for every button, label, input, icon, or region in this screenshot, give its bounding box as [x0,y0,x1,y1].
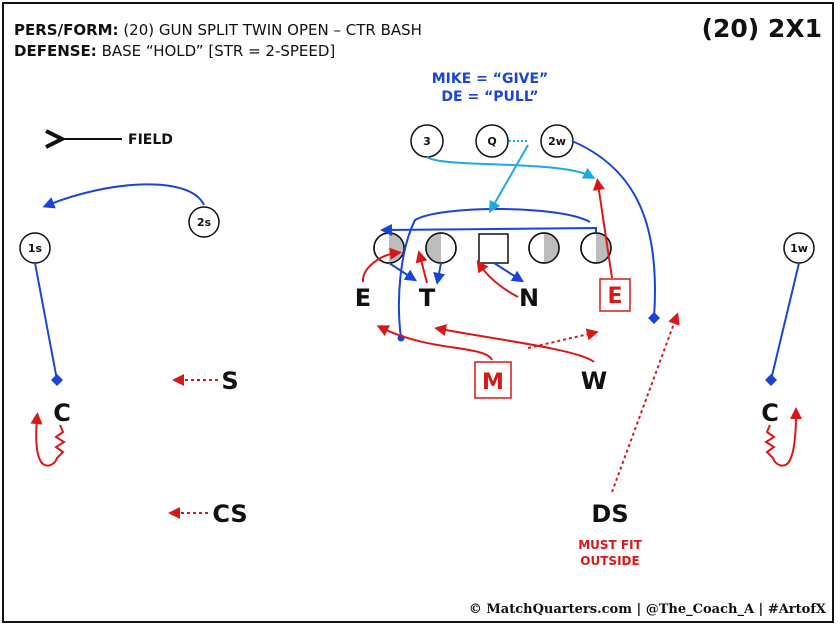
field-direction-indicator: FIELD [60,132,173,148]
player-wr-left: 1s [19,232,51,264]
player-wing-right: 2w [540,124,574,158]
defender-s: S [221,367,238,395]
defense-line: DEFENSE: BASE “HOLD” [STR = 2-SPEED] [14,42,335,60]
defender-e-left: E [355,284,371,312]
lt-block [388,262,418,282]
c-right-path [764,407,802,467]
svg-text:Q: Q [487,135,496,148]
wr-left-route [34,262,63,386]
calls-box: MIKE = “GIVE” DE = “PULL” [400,70,580,106]
player-wr-right: 1w [783,232,815,264]
svg-text:M: M [482,370,504,395]
defender-t: T [419,284,436,312]
wr-right-route [765,262,800,386]
back-path [426,156,596,179]
e-right-path [592,178,613,279]
defender-c-left: C [53,399,71,427]
defense-paths [30,178,802,519]
defender-c-right: C [761,399,779,427]
svg-text:2w: 2w [548,135,566,148]
svg-text:E: E [607,284,622,309]
slot-arc-route [42,183,205,209]
player-slot-left: 2s [188,206,220,238]
defender-ds: DS [591,500,628,528]
defense-label: DEFENSE: [14,42,97,60]
defender-m: M [474,361,512,399]
player-back: 3 [410,124,444,158]
defender-e-right: E [599,278,631,312]
personnel-value: (20) GUN SPLIT TWIN OPEN – CTR BASH [123,21,422,39]
m-path [376,325,493,361]
defense: E T N E M W S CS DS C C MUST FIT OUTSIDE [53,278,779,568]
credit-line: © MatchQuarters.com | @The_Coach_A | #Ar… [468,602,826,617]
mike-call: MIKE = “GIVE” [431,71,549,87]
personnel-formation-line: PERS/FORM: (20) GUN SPLIT TWIN OPEN – CT… [14,21,422,39]
diagram-frame [2,2,834,623]
defense-value: BASE “HOLD” [STR = 2-SPEED] [101,42,336,60]
guard-trap-line [397,208,591,339]
ol-lg [425,232,457,264]
ol-rg [528,232,560,264]
e-left-path [361,247,402,283]
ds-note-line1: MUST FIT [578,538,642,552]
mesh-lines [426,140,596,214]
defender-w: W [581,367,607,395]
ds-note-line2: OUTSIDE [580,554,639,568]
w-path [434,324,595,363]
wing-route [571,140,660,324]
c-left-path [30,412,66,467]
center-block [493,262,525,283]
t-path [415,250,428,284]
svg-text:2s: 2s [197,216,212,229]
qb-read-path [489,144,529,214]
lg-block [433,262,446,285]
n-path [476,260,519,298]
tackle-pull-line [380,223,597,236]
w-dotted-path [527,328,599,349]
play-tag: (20) 2X1 [701,14,822,43]
personnel-label: PERS/FORM: [14,21,119,39]
blocking-routes [34,140,800,386]
svg-text:1s: 1s [28,242,43,255]
ds-path [611,312,680,493]
defender-cs: CS [212,500,247,528]
player-qb: Q [475,124,509,158]
field-label: FIELD [128,132,173,148]
defender-n: N [519,284,539,312]
de-call: DE = “PULL” [441,89,539,105]
svg-text:1w: 1w [790,242,808,255]
ol-center [478,233,509,264]
svg-text:3: 3 [423,135,431,148]
